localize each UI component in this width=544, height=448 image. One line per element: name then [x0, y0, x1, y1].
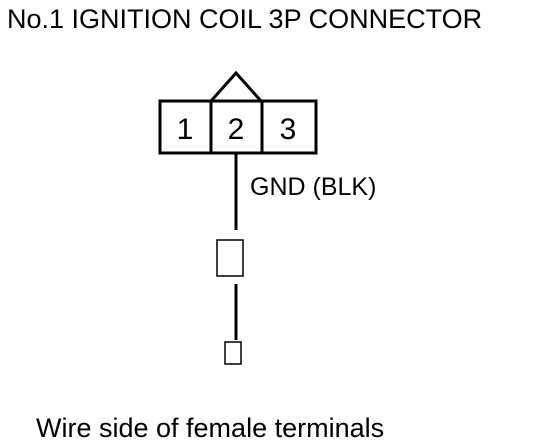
pin-1-label: 1 — [177, 113, 194, 146]
wire-label: GND (BLK) — [250, 173, 376, 201]
diagram-title: No.1 IGNITION COIL 3P CONNECTOR — [7, 4, 483, 34]
female-terminal-small — [224, 341, 242, 365]
connector-key-tab — [209, 70, 263, 102]
pin-3-label: 3 — [280, 113, 297, 146]
female-terminal-large — [216, 239, 244, 277]
diagram-caption: Wire side of female terminals — [36, 413, 385, 443]
connector-body — [158, 99, 318, 155]
pin-2-label: 2 — [228, 113, 245, 146]
